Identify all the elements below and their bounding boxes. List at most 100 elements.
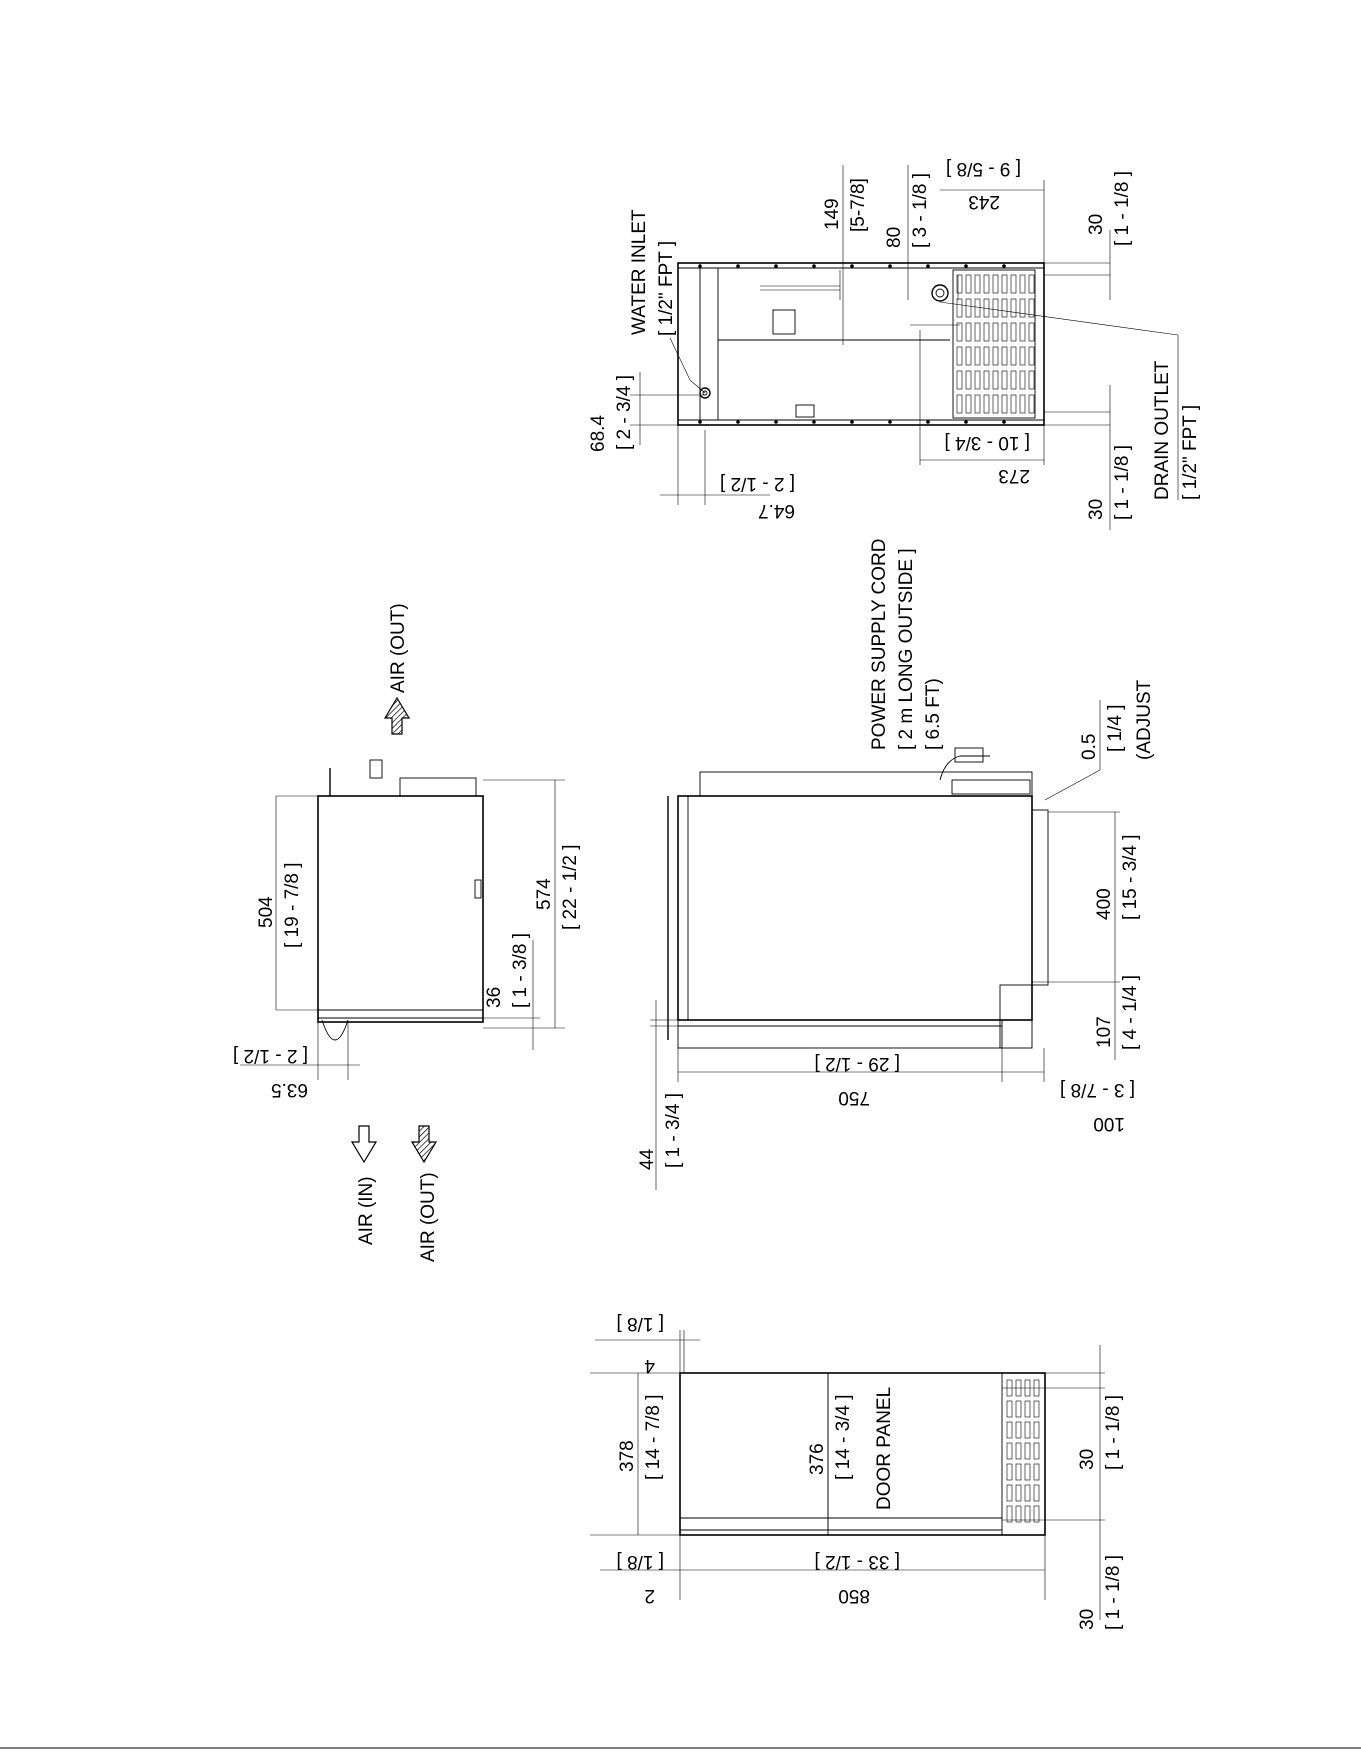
grille-slat — [1028, 346, 1035, 366]
dim-378-in: [ 14 - 7/8 ] — [643, 1394, 664, 1480]
grille-slat — [965, 322, 972, 342]
dim-107-in: [ 4 - 1/4 ] — [1120, 975, 1141, 1050]
dim-273: 273 — [998, 465, 1030, 486]
grille-slat — [1019, 274, 1026, 294]
grille-slat — [1024, 1442, 1031, 1460]
grille-slat — [1019, 394, 1026, 414]
grille-slat — [992, 322, 999, 342]
grille-slat — [1024, 1400, 1031, 1418]
dim-2-in: [ 1/8 ] — [616, 1551, 664, 1572]
grille-slat — [1010, 274, 1017, 294]
grille-slat — [956, 274, 963, 294]
grille-slat — [965, 346, 972, 366]
grille-slat — [992, 370, 999, 390]
dim-400: 400 — [1094, 888, 1115, 920]
dim-2: 2 — [644, 1585, 655, 1606]
grille-slat — [983, 274, 990, 294]
water-inlet-size: [ 1/2" FPT ] — [656, 241, 677, 336]
grille-slat — [1024, 1484, 1031, 1502]
top-view — [677, 262, 1045, 426]
dim-30-top-in: [ 1 - 1/8 ] — [1112, 171, 1133, 246]
grille-slat — [974, 274, 981, 294]
water-inlet-fitting-icon — [699, 387, 711, 399]
grille-slat — [992, 346, 999, 366]
grille-slat — [1033, 1505, 1040, 1523]
grille-slat — [1028, 322, 1035, 342]
dim-243-in: [ 9 - 5/8 ] — [946, 158, 1021, 179]
screw-icon — [850, 420, 854, 424]
grille-slat — [1001, 322, 1008, 342]
screw-icon — [736, 264, 740, 268]
grille-slat — [974, 346, 981, 366]
grille-slat — [1006, 1505, 1013, 1523]
grille-slat — [956, 322, 963, 342]
door-panel-label: DOOR PANEL — [874, 1387, 895, 1510]
grille-slat — [1033, 1442, 1040, 1460]
water-inlet-label: WATER INLET — [629, 209, 650, 335]
dim-378: 378 — [617, 1440, 638, 1472]
dim-243: 243 — [968, 191, 1000, 212]
grille-slat — [1010, 346, 1017, 366]
dim-149: 149 — [822, 198, 843, 230]
dim-100: 100 — [1093, 1113, 1125, 1134]
dim-574-in: [ 22 - 1/2 ] — [560, 844, 581, 930]
grille-slat — [965, 394, 972, 414]
dim-750-in: [ 29 - 1/2 ] — [814, 1053, 900, 1074]
side-view-dimensions: 504 [ 19 - 7/8 ] 574 [ 22 - 1/2 ] 36 [ 1… — [233, 779, 581, 1100]
grille-slat — [974, 298, 981, 318]
grille-slat — [1015, 1421, 1022, 1439]
dim-0-5-in: [ 1/4 ] — [1105, 704, 1126, 752]
dim-107: 107 — [1094, 1016, 1115, 1048]
grille-slat — [1010, 370, 1017, 390]
bottom-view-body — [679, 1372, 1046, 1536]
dim-64-7: 64.7 — [758, 500, 795, 521]
screw-icon — [850, 264, 854, 268]
grille-slat — [1001, 346, 1008, 366]
grille-slat — [1015, 1463, 1022, 1481]
bottom-view — [679, 1372, 1046, 1536]
dim-63-5-in: [ 2 - 1/2 ] — [233, 1045, 308, 1066]
side-view-body — [317, 795, 484, 1023]
dim-100-in: [ 3 - 7/8 ] — [1060, 1079, 1135, 1100]
grille-slat — [1024, 1505, 1031, 1523]
grille-slat — [1028, 370, 1035, 390]
dim-30-top: 30 — [1086, 214, 1107, 235]
grille-slat — [956, 298, 963, 318]
screw-icon — [964, 264, 968, 268]
grille-slat — [1028, 298, 1035, 318]
top-view-body — [677, 262, 1045, 426]
grille-slat — [992, 298, 999, 318]
dim-149-in: [5-7/8] — [848, 178, 869, 232]
dim-80: 80 — [884, 227, 905, 248]
grille-slat — [974, 370, 981, 390]
front-view-dimensions: 400 [ 15 - 3/4 ] 107 [ 4 - 1/4 ] 0.5 [ 1… — [637, 679, 1155, 1190]
grille-slat — [1006, 1442, 1013, 1460]
dim-4: 4 — [644, 1355, 655, 1376]
screw-icon — [1002, 264, 1006, 268]
dim-0-5: 0.5 — [1079, 734, 1100, 760]
dim-850-in: [ 33 - 1/2 ] — [814, 1551, 900, 1572]
drain-outlet-size: [ 1/2" FPT ] — [1180, 405, 1201, 500]
grille-slat — [1010, 298, 1017, 318]
grille-slat — [1006, 1484, 1013, 1502]
bottom-view-grille — [1006, 1379, 1040, 1523]
drain-outlet-fitting-icon — [931, 284, 949, 302]
air-out-bottom-arrow-icon — [410, 1125, 438, 1164]
dim-504: 504 — [256, 896, 277, 928]
dim-30-lower-right-in: [ 1 - 1/8 ] — [1103, 1555, 1124, 1630]
grille-slat — [1015, 1442, 1022, 1460]
screw-icon — [964, 420, 968, 424]
grille-slat — [1010, 394, 1017, 414]
grille-slat — [974, 322, 981, 342]
grille-slat — [1024, 1463, 1031, 1481]
grille-slat — [1024, 1421, 1031, 1439]
side-view — [317, 759, 484, 1041]
screw-icon — [812, 264, 816, 268]
grille-slat — [1033, 1484, 1040, 1502]
grille-slat — [983, 394, 990, 414]
air-out-top-arrow-icon — [383, 696, 411, 735]
grille-slat — [1015, 1400, 1022, 1418]
grille-slat — [1028, 394, 1035, 414]
dim-68-4-in: [ 2 - 3/4 ] — [614, 375, 635, 450]
dim-63-5: 63.5 — [271, 1079, 308, 1100]
